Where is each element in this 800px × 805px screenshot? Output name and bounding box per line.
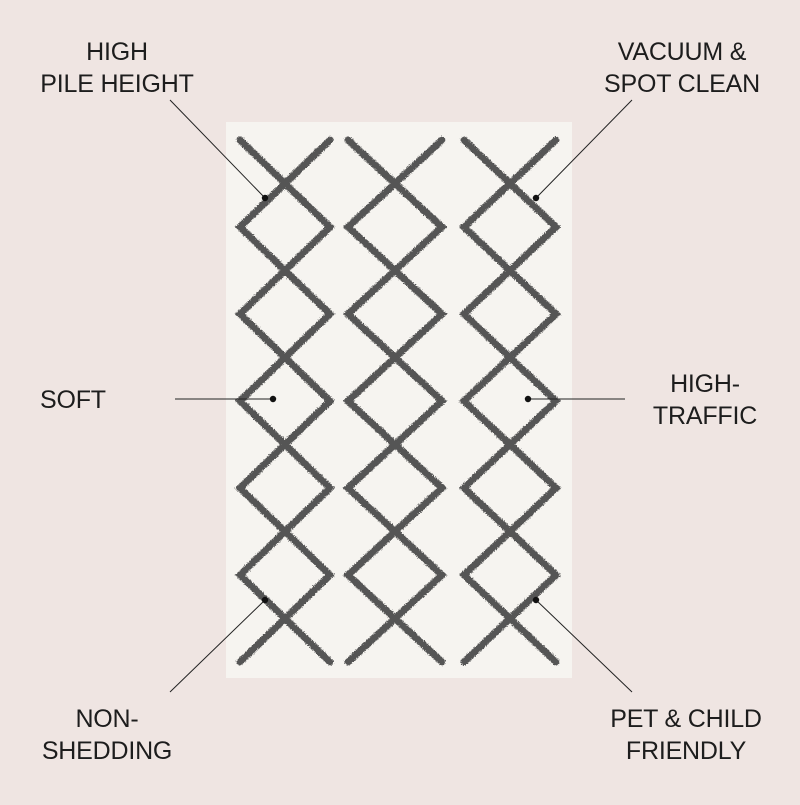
label-line: SHEDDING [41,737,173,765]
rug-pattern-strand [342,136,448,666]
rug-pattern-strand [234,136,336,666]
label-line: HIGH- [670,370,740,398]
label-vacuum-spot-clean: VACUUM & SPOT CLEAN [592,36,772,100]
rug-pattern-strand [458,136,562,666]
label-soft: SOFT [40,384,106,416]
label-high-traffic: HIGH- TRAFFIC [640,368,770,432]
label-line: FRIENDLY [625,737,747,765]
callout-leader-line [169,599,266,693]
callout-dot [532,194,540,202]
callout-dot [261,596,269,604]
callout-dot [532,596,540,604]
label-line: PET & CHILD [610,705,762,733]
callout-dot [269,395,277,403]
rug-pattern-strand [458,136,562,666]
label-line: PILE HEIGHT [40,70,194,98]
label-line: HIGH [86,38,148,66]
rug-diamond-pattern [234,136,562,666]
label-line: SOFT [40,386,106,414]
callout-dot [261,194,269,202]
callout-leader-lines [169,99,633,693]
label-line: NON- [75,705,139,733]
label-high-pile-height: HIGH PILE HEIGHT [32,36,202,100]
rug-pattern-strand [234,136,336,666]
rug-pattern-strand [342,136,448,666]
callout-dot [524,395,532,403]
label-line: VACUUM & [617,38,747,66]
label-pet-child-friendly: PET & CHILD FRIENDLY [596,703,776,767]
callout-leader-line [535,99,633,199]
callout-leader-line [169,99,266,199]
label-line: SPOT CLEAN [604,70,760,98]
label-non-shedding: NON- SHEDDING [32,703,182,767]
rug [226,122,572,678]
callout-leader-line [535,599,633,693]
label-line: TRAFFIC [652,402,758,430]
